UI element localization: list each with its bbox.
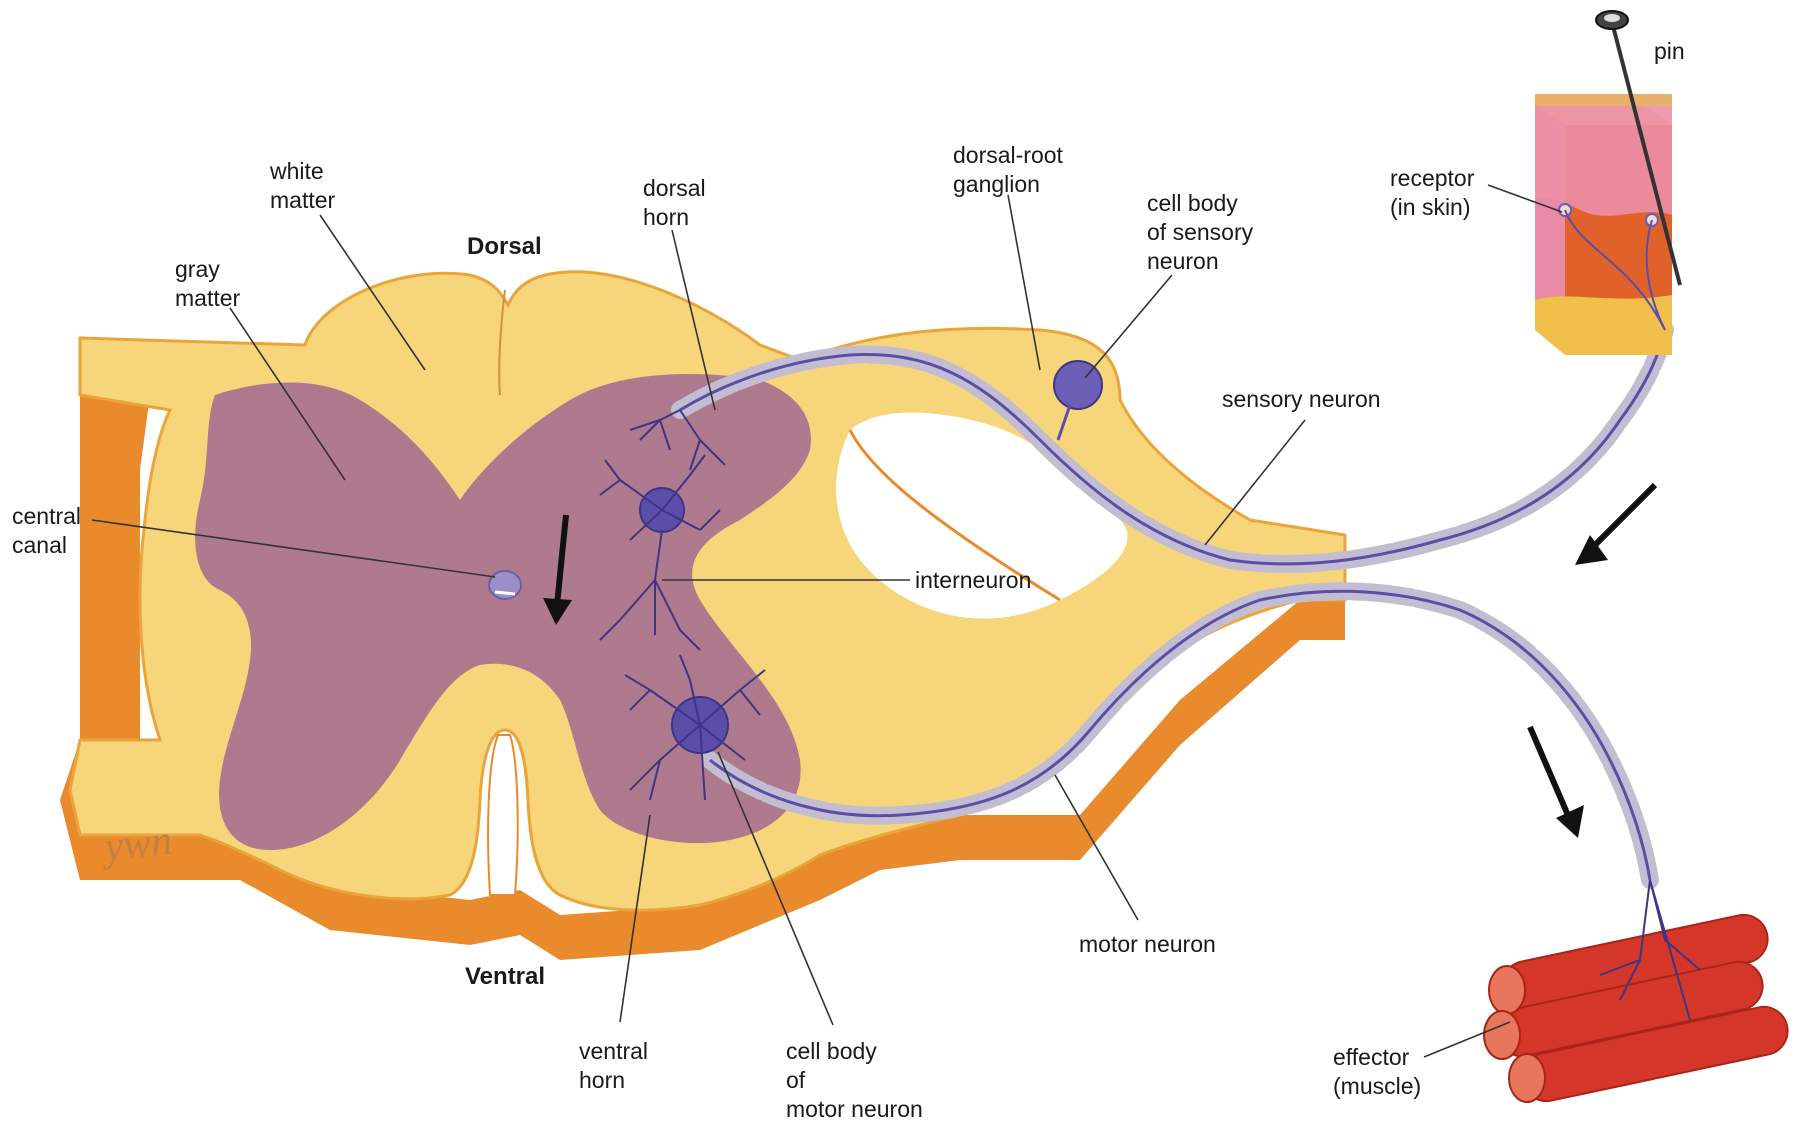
receptor-label-line-1: receptor <box>1390 164 1474 193</box>
central-canal-label-line-2: canal <box>12 531 81 560</box>
effector-muscle <box>1484 880 1792 1106</box>
receptor-label-line-2: (in skin) <box>1390 193 1474 222</box>
motor-cell-body-label: cell body of motor neuron <box>786 1037 923 1124</box>
muscle-end-2 <box>1484 1011 1520 1059</box>
ventral-horn-label-line-1: ventral <box>579 1037 648 1066</box>
white-matter-label: white matter <box>270 157 335 215</box>
artist-signature: ywn <box>98 818 174 871</box>
arrow-motor-head <box>1556 805 1584 838</box>
muscle-end-1 <box>1489 966 1525 1014</box>
arrow-motor <box>1530 727 1570 820</box>
leader-sensory-cell-body <box>1085 275 1172 378</box>
skin-fat-layer <box>1535 295 1672 355</box>
motor-cell-body-label-line-1: cell body <box>786 1037 923 1066</box>
pin-head-highlight <box>1604 14 1620 22</box>
motor-neuron-label: motor neuron <box>1079 930 1216 959</box>
dorsal-horn-label-line-1: dorsal <box>643 174 706 203</box>
sensory-cell-body-label-line-2: of sensory <box>1147 218 1253 247</box>
dorsal-root-ganglion-label: dorsal-root ganglion <box>953 141 1063 199</box>
dorsal-horn-label-line-2: horn <box>643 203 706 232</box>
ventral-horn-label-line-2: horn <box>579 1066 648 1095</box>
motor-cell-body-label-line-3: motor neuron <box>786 1095 923 1124</box>
dorsal-label: Dorsal <box>467 232 542 261</box>
effector-label-line-2: (muscle) <box>1333 1072 1421 1101</box>
gray-matter-label-line-2: matter <box>175 284 240 313</box>
white-matter-label-line-2: matter <box>270 186 335 215</box>
dorsal-horn-label: dorsal horn <box>643 174 706 232</box>
ganglion-label-line-1: dorsal-root <box>953 141 1063 170</box>
arrow-sensory <box>1590 485 1655 550</box>
motor-cell-body-label-line-2: of <box>786 1066 923 1095</box>
receptor-label: receptor (in skin) <box>1390 164 1474 222</box>
central-canal <box>489 571 521 599</box>
central-canal-label-line-1: central <box>12 502 81 531</box>
pin-label: pin <box>1654 37 1685 66</box>
effector-label: effector (muscle) <box>1333 1043 1421 1101</box>
ventral-label: Ventral <box>465 962 545 991</box>
gray-matter-label-line-1: gray <box>175 255 240 284</box>
interneuron-label: interneuron <box>915 566 1031 595</box>
effector-label-line-1: effector <box>1333 1043 1421 1072</box>
white-matter-label-line-1: white <box>270 157 335 186</box>
sensory-cell-body-label: cell body of sensory neuron <box>1147 189 1253 276</box>
gray-matter-label: gray matter <box>175 255 240 313</box>
skin-block <box>1535 100 1672 355</box>
sensory-cell-body-label-line-3: neuron <box>1147 247 1253 276</box>
skin-epidermis <box>1535 105 1672 216</box>
ventral-horn-label: ventral horn <box>579 1037 648 1095</box>
central-canal-label: central canal <box>12 502 81 560</box>
muscle-end-3 <box>1509 1054 1545 1102</box>
ganglion-label-line-2: ganglion <box>953 170 1063 199</box>
sensory-cell-body <box>1054 361 1102 409</box>
central-canal-highlight <box>495 592 515 594</box>
sensory-neuron-label: sensory neuron <box>1222 385 1381 414</box>
ventral-fissure <box>488 735 518 895</box>
sensory-cell-body-label-line-1: cell body <box>1147 189 1253 218</box>
